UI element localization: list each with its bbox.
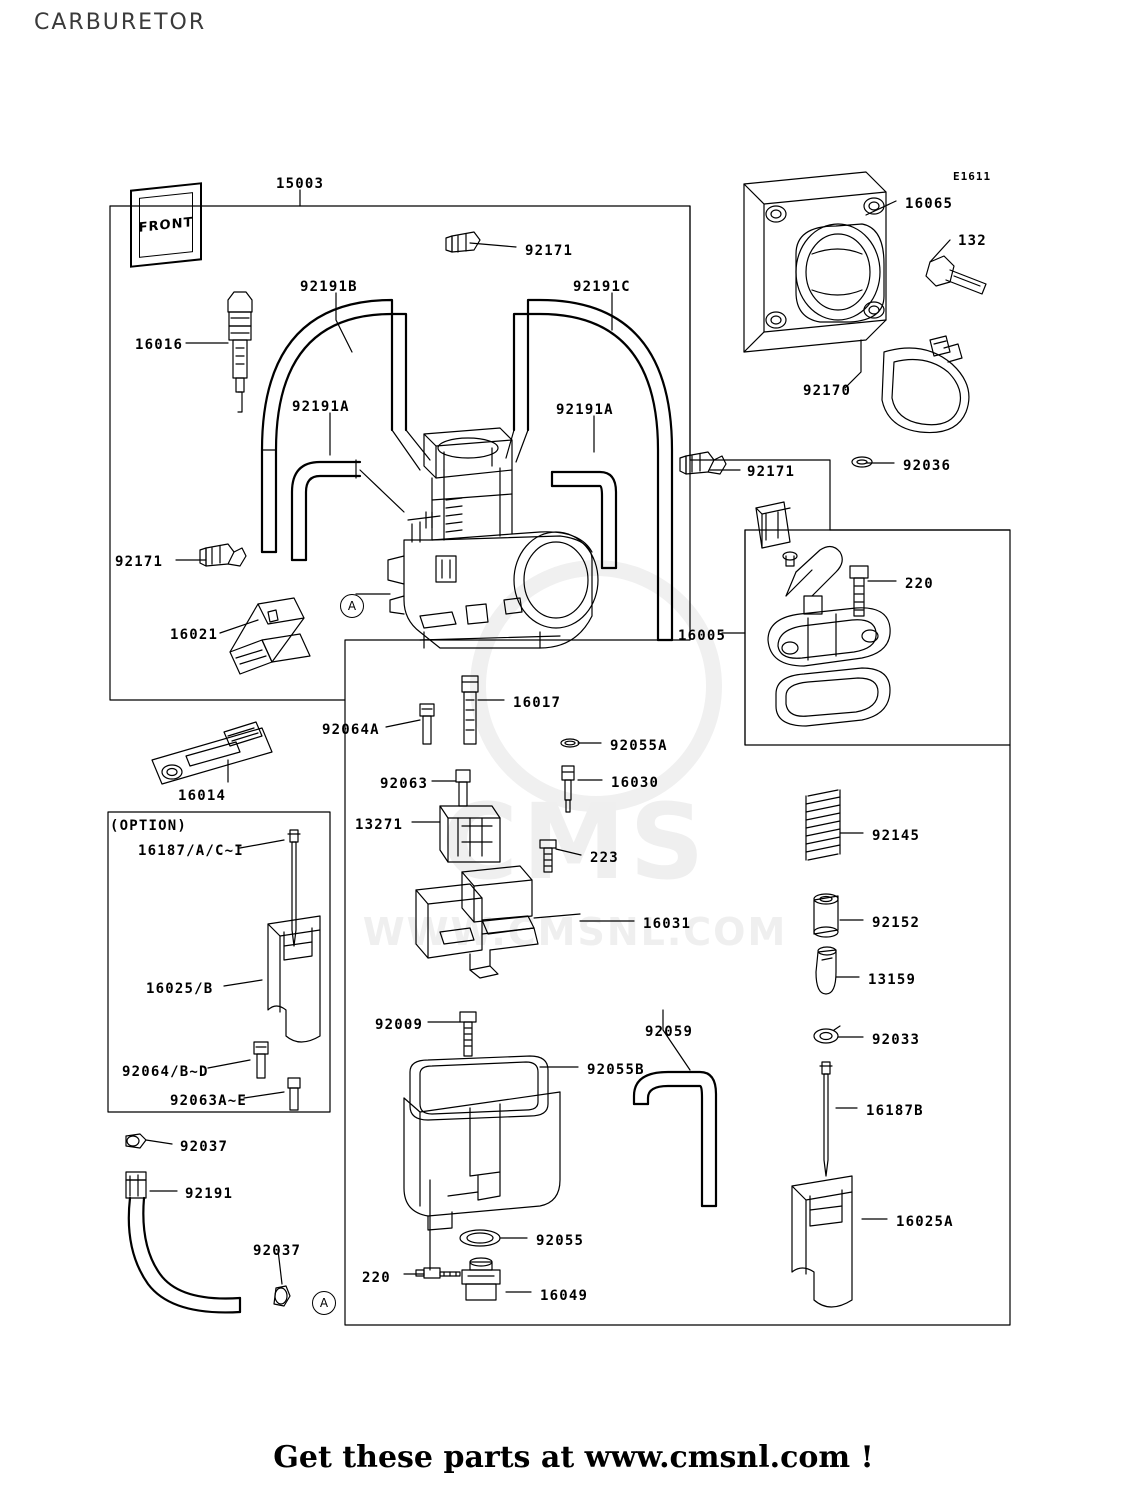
part-label-220: 220 bbox=[362, 1270, 391, 1286]
part-label-92033: 92033 bbox=[872, 1032, 921, 1048]
part-label-92064a: 92064A bbox=[322, 722, 380, 738]
part-label-92171: 92171 bbox=[115, 554, 164, 570]
part-label-220: 220 bbox=[905, 576, 934, 592]
part-label-92064-b-d: 92064/B~D bbox=[122, 1064, 209, 1080]
part-label-16187b: 16187B bbox=[866, 1103, 924, 1119]
part-label-16049: 16049 bbox=[540, 1288, 589, 1304]
part-label-92063a-e: 92063A~E bbox=[170, 1093, 248, 1109]
diagram-reference-code: E1611 bbox=[953, 170, 992, 183]
part-label-16017: 16017 bbox=[513, 695, 562, 711]
part-label-92191a: 92191A bbox=[292, 399, 350, 415]
part-label-132: 132 bbox=[958, 233, 987, 249]
part-label-92171: 92171 bbox=[525, 243, 574, 259]
part-label-16014: 16014 bbox=[178, 788, 227, 804]
part-label-92145: 92145 bbox=[872, 828, 921, 844]
part-label-16187-a-c-i: 16187/A/C~I bbox=[138, 843, 244, 859]
part-label-92171: 92171 bbox=[747, 464, 796, 480]
part-label-92152: 92152 bbox=[872, 915, 921, 931]
page-title: CARBURETOR bbox=[34, 10, 207, 35]
watermark-url: WWW.CMSNL.COM bbox=[362, 910, 788, 954]
part-label-92191b: 92191B bbox=[300, 279, 358, 295]
part-label-15003: 15003 bbox=[276, 176, 325, 192]
part-label-16016: 16016 bbox=[135, 337, 184, 353]
part-label-92170: 92170 bbox=[803, 383, 852, 399]
part-label-16031: 16031 bbox=[643, 916, 692, 932]
watermark-circle bbox=[470, 560, 722, 812]
part-label-223: 223 bbox=[590, 850, 619, 866]
part-label-92009: 92009 bbox=[375, 1017, 424, 1033]
part-label-92055b: 92055B bbox=[587, 1062, 645, 1078]
part-label-13159: 13159 bbox=[868, 972, 917, 988]
part-label-92036: 92036 bbox=[903, 458, 952, 474]
part-label-16025-b: 16025/B bbox=[146, 981, 214, 997]
watermark-cms: CMS bbox=[441, 781, 709, 903]
part-label-92037: 92037 bbox=[253, 1243, 302, 1259]
part-label-92059: 92059 bbox=[645, 1024, 694, 1040]
part-label-92191: 92191 bbox=[185, 1186, 234, 1202]
option-box-label: (OPTION) bbox=[110, 818, 188, 834]
front-direction-marker: FRONT bbox=[130, 182, 202, 268]
part-label-92063: 92063 bbox=[380, 776, 429, 792]
front-marker-label: FRONT bbox=[139, 192, 193, 258]
part-label-16025a: 16025A bbox=[896, 1214, 954, 1230]
part-label-92055a: 92055A bbox=[610, 738, 668, 754]
part-label-92037: 92037 bbox=[180, 1139, 229, 1155]
callout-a-hose: A bbox=[312, 1291, 336, 1315]
part-label-16030: 16030 bbox=[611, 775, 660, 791]
part-label-16021: 16021 bbox=[170, 627, 219, 643]
part-label-92191a: 92191A bbox=[556, 402, 614, 418]
part-label-16005: 16005 bbox=[678, 628, 727, 644]
part-label-92191c: 92191C bbox=[573, 279, 631, 295]
part-label-13271: 13271 bbox=[355, 817, 404, 833]
page-footer: Get these parts at www.cmsnl.com ! bbox=[273, 1440, 874, 1475]
part-label-16065: 16065 bbox=[905, 196, 954, 212]
part-label-92055: 92055 bbox=[536, 1233, 585, 1249]
callout-a-carburetor: A bbox=[340, 594, 364, 618]
